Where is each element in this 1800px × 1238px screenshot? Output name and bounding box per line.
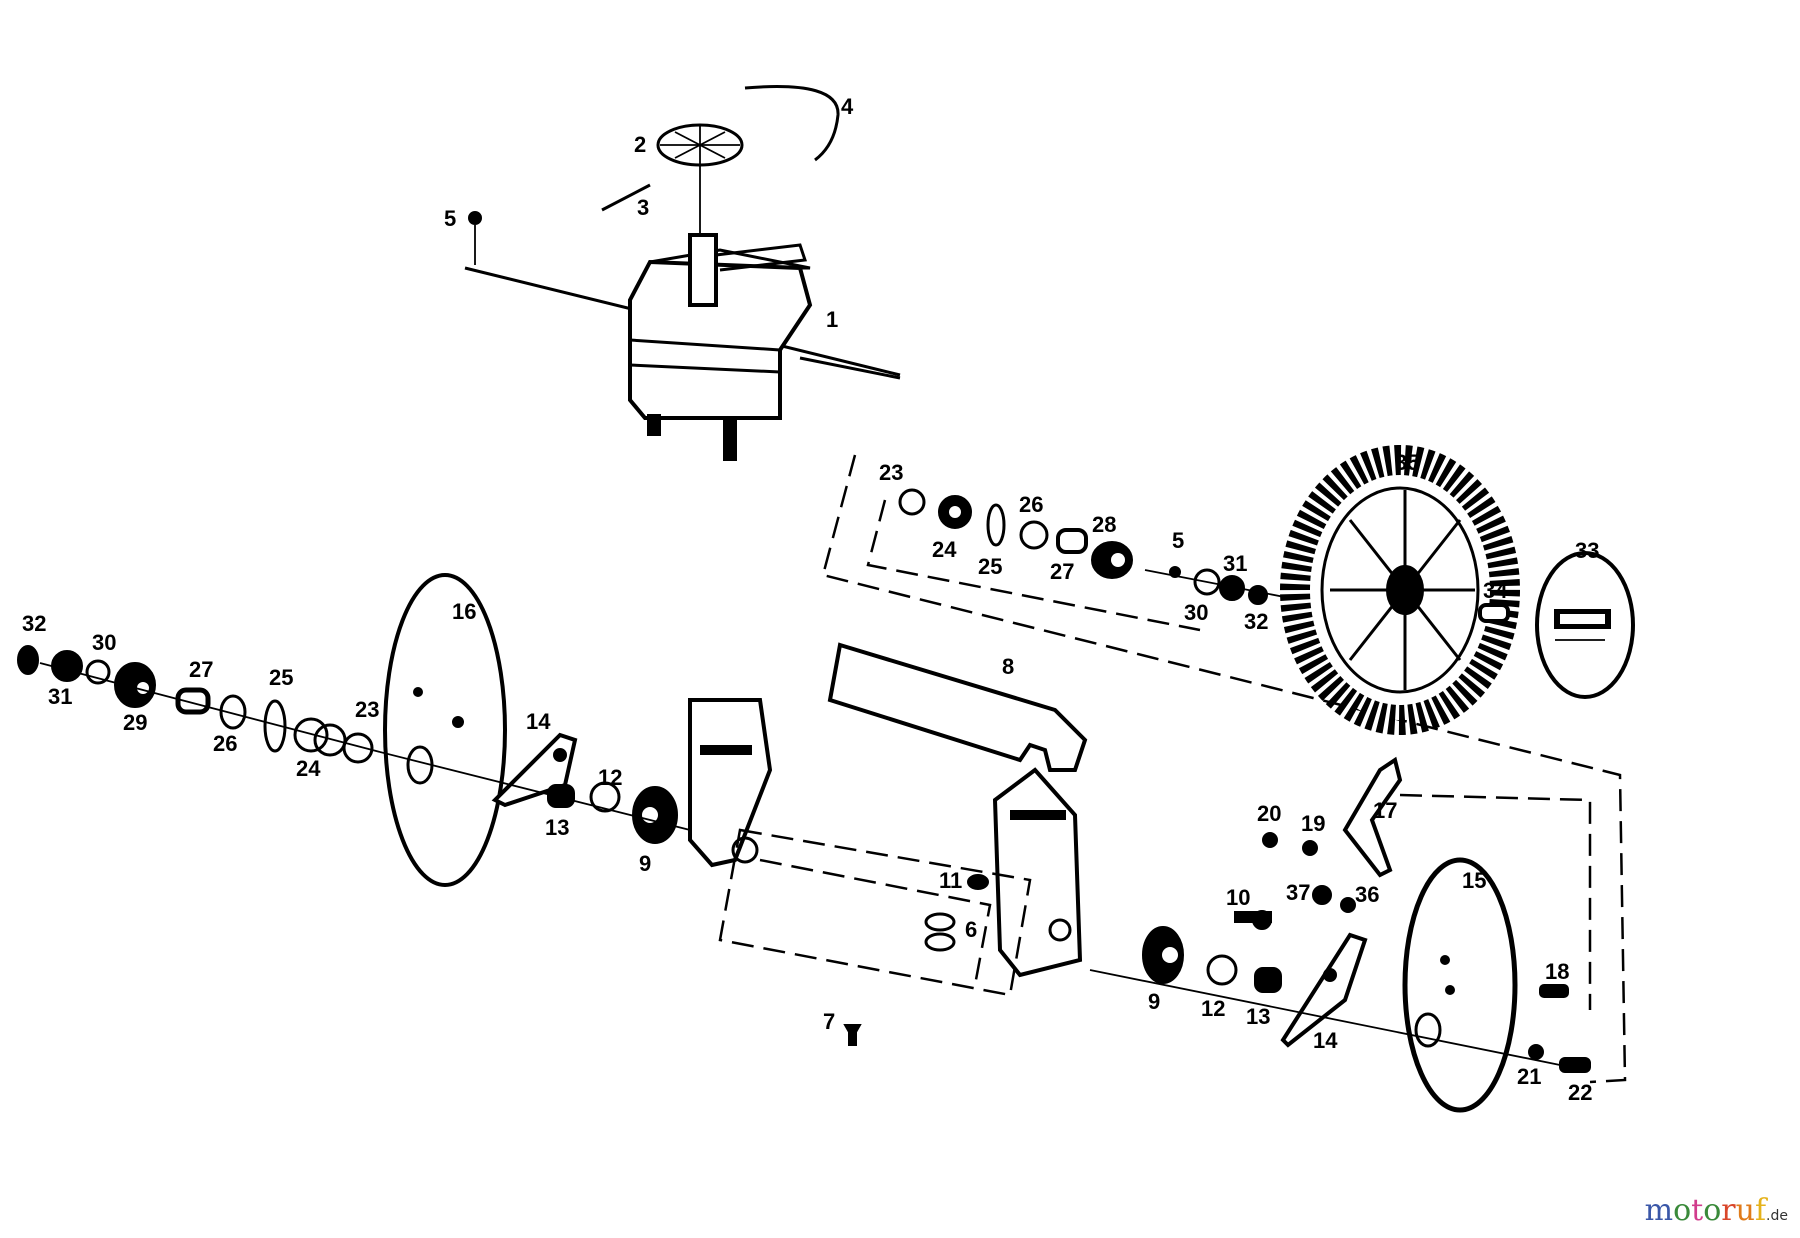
chute-part bbox=[827, 642, 1088, 772]
part-label: 18 bbox=[1545, 959, 1569, 984]
part-label: 37 bbox=[1286, 880, 1310, 905]
part-label: 25 bbox=[269, 665, 293, 690]
part-label: 32 bbox=[1244, 609, 1268, 634]
logo-letter: o bbox=[1673, 1193, 1692, 1228]
part-label: 31 bbox=[1223, 551, 1247, 576]
part-label: 14 bbox=[1313, 1028, 1338, 1053]
logo-letter: t bbox=[1691, 1193, 1704, 1228]
logo-letter: f bbox=[1754, 1193, 1767, 1228]
part-label: 32 bbox=[22, 611, 46, 636]
part-label: 15 bbox=[1462, 868, 1486, 893]
right-wheel-disc-part bbox=[1402, 857, 1518, 1113]
logo-letter: u bbox=[1735, 1193, 1755, 1228]
part-label: 35 bbox=[1395, 450, 1419, 475]
key-part bbox=[601, 183, 651, 212]
part-label: 12 bbox=[1201, 996, 1225, 1021]
part-label: 20 bbox=[1257, 801, 1281, 826]
wheel-part bbox=[1280, 445, 1520, 735]
part-label: 4 bbox=[841, 94, 854, 119]
part-label: 5 bbox=[444, 206, 456, 231]
part-label: 31 bbox=[48, 684, 72, 709]
right-bracket-part bbox=[1280, 932, 1368, 1048]
part-label: 24 bbox=[296, 756, 321, 781]
logo-letter: m bbox=[1644, 1193, 1674, 1228]
part-label: 11 bbox=[939, 868, 962, 893]
part-label: 26 bbox=[213, 731, 237, 756]
left-hub-parts bbox=[17, 645, 381, 764]
logo-suffix: .de bbox=[1766, 1208, 1788, 1224]
screw-part bbox=[843, 1024, 862, 1046]
part-label: 21 bbox=[1517, 1064, 1541, 1089]
logo-letter: o bbox=[1703, 1193, 1722, 1228]
part-label: 1 bbox=[826, 307, 838, 332]
part-label: 10 bbox=[1226, 885, 1250, 910]
part-label: 16 bbox=[452, 599, 476, 624]
right-hub-parts bbox=[898, 488, 1301, 605]
part-label: 25 bbox=[978, 554, 1002, 579]
logo-letter: r bbox=[1721, 1193, 1736, 1228]
part-label: 3 bbox=[637, 195, 649, 220]
frame-part bbox=[688, 698, 1083, 997]
part-label: 36 bbox=[1355, 882, 1379, 907]
part-label: 28 bbox=[1092, 512, 1116, 537]
belt-part bbox=[744, 85, 840, 162]
part-label: 34 bbox=[1483, 578, 1508, 603]
part-label: 23 bbox=[879, 460, 903, 485]
pulley-part bbox=[656, 123, 744, 167]
left-wheel-disc-part bbox=[383, 573, 507, 887]
part-label: 9 bbox=[639, 851, 651, 876]
part-label: 6 bbox=[965, 917, 977, 942]
part-label: 30 bbox=[1184, 600, 1208, 625]
part-label: 14 bbox=[526, 709, 551, 734]
part-label: 29 bbox=[123, 710, 147, 735]
part-label: 26 bbox=[1019, 492, 1043, 517]
lever-part bbox=[1342, 756, 1403, 878]
part-labels: 1 2 3 4 5 23 24 25 26 27 28 5 31 30 32 3… bbox=[22, 94, 1599, 1105]
part-label: 8 bbox=[1002, 654, 1014, 679]
part-label: 27 bbox=[189, 657, 213, 682]
part-label: 13 bbox=[545, 815, 569, 840]
part-label: 7 bbox=[823, 1009, 835, 1034]
part-label: 19 bbox=[1301, 811, 1325, 836]
part-label: 24 bbox=[932, 537, 957, 562]
part-label: 13 bbox=[1246, 1004, 1270, 1029]
part-label: 23 bbox=[355, 697, 379, 722]
wheel-bolt-part bbox=[1478, 603, 1510, 623]
part-label: 2 bbox=[634, 132, 646, 157]
motoruf-logo: motoruf.de bbox=[1645, 1193, 1788, 1228]
part-label: 5 bbox=[1172, 528, 1184, 553]
part-label: 33 bbox=[1575, 538, 1599, 563]
part-label: 17 bbox=[1373, 798, 1397, 823]
part-label: 30 bbox=[92, 630, 116, 655]
part-label: 9 bbox=[1148, 989, 1160, 1014]
hubcap-part bbox=[1535, 551, 1635, 699]
part-label: 12 bbox=[598, 765, 622, 790]
gearbox-part bbox=[464, 233, 901, 461]
part-label: 27 bbox=[1050, 559, 1074, 584]
part-label: 22 bbox=[1568, 1080, 1592, 1105]
